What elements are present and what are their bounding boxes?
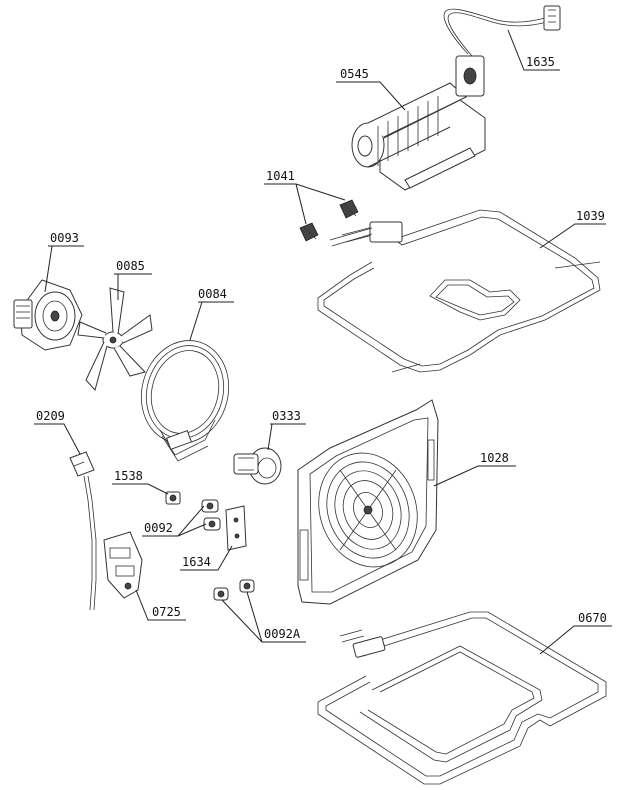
part-ring-element[interactable] bbox=[130, 331, 240, 462]
part-fan-blade[interactable] bbox=[77, 287, 153, 392]
svg-text:0092: 0092 bbox=[144, 521, 173, 535]
part-fan-cover-panel[interactable] bbox=[297, 399, 439, 605]
part-lamp-holder[interactable] bbox=[233, 447, 282, 485]
svg-text:1028: 1028 bbox=[480, 451, 509, 465]
label-1634: 1634 bbox=[180, 545, 233, 571]
svg-text:0725: 0725 bbox=[152, 605, 181, 619]
svg-text:0670: 0670 bbox=[578, 611, 607, 625]
part-mounting-bracket[interactable] bbox=[225, 505, 247, 551]
svg-text:0092A: 0092A bbox=[264, 627, 301, 641]
svg-text:0093: 0093 bbox=[50, 231, 79, 245]
label-1635: 1635 bbox=[507, 29, 560, 71]
label-0333: 0333 bbox=[267, 409, 306, 451]
label-0092a: 0092A bbox=[221, 591, 306, 643]
part-grill-element[interactable] bbox=[317, 209, 601, 373]
part-terminal-screws[interactable] bbox=[299, 199, 359, 242]
svg-text:0084: 0084 bbox=[198, 287, 227, 301]
svg-text:0209: 0209 bbox=[36, 409, 65, 423]
part-thermostat-pair[interactable] bbox=[201, 499, 221, 531]
label-1039: 1039 bbox=[539, 209, 606, 249]
svg-text:0085: 0085 bbox=[116, 259, 145, 273]
label-1538: 1538 bbox=[112, 469, 169, 495]
part-power-cord[interactable] bbox=[69, 451, 97, 611]
part-switch[interactable] bbox=[165, 491, 181, 505]
part-bottom-element[interactable] bbox=[317, 611, 607, 785]
svg-text:0545: 0545 bbox=[340, 67, 369, 81]
part-terminal-block[interactable] bbox=[103, 531, 143, 599]
label-0725: 0725 bbox=[135, 589, 186, 621]
label-0092: 0092 bbox=[142, 505, 207, 537]
label-1041: 1041 bbox=[264, 169, 346, 225]
label-0545: 0545 bbox=[336, 67, 406, 111]
svg-text:1041: 1041 bbox=[266, 169, 295, 183]
part-wiring-harness[interactable] bbox=[443, 5, 561, 57]
svg-text:1634: 1634 bbox=[182, 555, 211, 569]
label-0670: 0670 bbox=[539, 611, 612, 655]
label-0209: 0209 bbox=[34, 409, 81, 455]
part-thermostat-a-pair[interactable] bbox=[213, 579, 255, 601]
svg-text:0333: 0333 bbox=[272, 409, 301, 423]
svg-text:1635: 1635 bbox=[526, 55, 555, 69]
label-0085: 0085 bbox=[114, 259, 152, 300]
part-fan-motor[interactable] bbox=[13, 279, 83, 351]
label-1028: 1028 bbox=[433, 451, 516, 487]
part-tangential-fan[interactable] bbox=[351, 55, 486, 191]
label-0084: 0084 bbox=[189, 287, 234, 341]
svg-text:1538: 1538 bbox=[114, 469, 143, 483]
svg-text:1039: 1039 bbox=[576, 209, 605, 223]
label-0093: 0093 bbox=[44, 231, 84, 293]
